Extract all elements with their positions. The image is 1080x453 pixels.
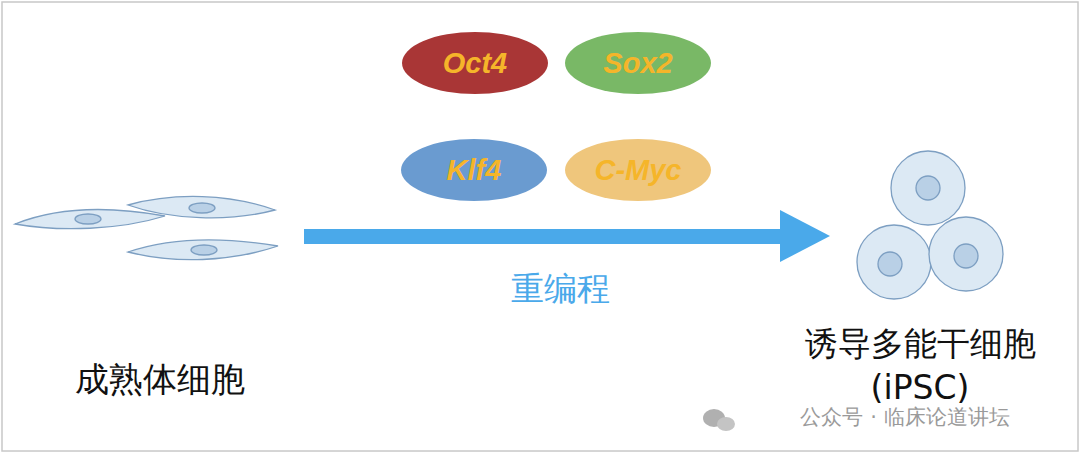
factor-name: Klf4 xyxy=(447,154,502,187)
mature-cells xyxy=(15,196,278,259)
process-label: 重编程 xyxy=(440,268,680,309)
factor-ellipse: Sox2 xyxy=(565,32,711,94)
factor-name: Oct4 xyxy=(443,47,507,80)
cell-label: 成熟体细胞 xyxy=(40,358,280,401)
wechat-icon xyxy=(703,409,735,431)
ipsc-cells xyxy=(857,151,1003,299)
reprogramming-arrow xyxy=(304,210,830,262)
watermark: 公众号 · 临床论道讲坛 xyxy=(740,404,1070,430)
factor-name: Sox2 xyxy=(603,47,672,80)
factor-ellipse: Oct4 xyxy=(402,32,548,94)
factor-name: C-Myc xyxy=(594,154,681,187)
factor-ellipse: Klf4 xyxy=(401,139,547,201)
factor-ellipse: C-Myc xyxy=(565,139,711,201)
cell-label: 诱导多能干细胞 (iPSC) xyxy=(790,322,1050,410)
